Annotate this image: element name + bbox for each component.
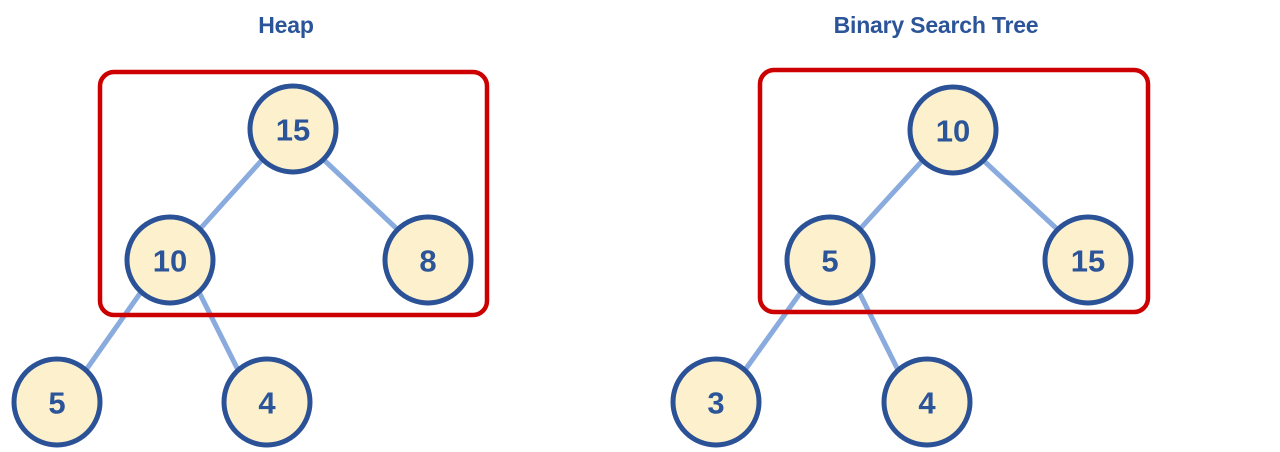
node-label: 8 [419,244,436,279]
node-label: 5 [48,386,65,421]
heap-edges [83,157,400,373]
node-label: 10 [153,244,187,279]
node-circle[interactable] [382,214,474,306]
node-circle[interactable] [124,214,216,306]
tree-edge [321,157,400,232]
node-label: 10 [936,114,970,149]
node-label: 4 [918,386,936,421]
tree-node[interactable]: 10 [124,214,216,306]
tree-edge [981,158,1060,232]
bst-highlight-box [757,67,1151,315]
tree-node[interactable]: 5 [11,356,103,448]
tree-node[interactable]: 5 [784,214,876,306]
tree-node[interactable]: 3 [670,356,762,448]
node-circle[interactable] [11,356,103,448]
heap-tree-group: 15 10 8 5 4 [11,69,490,448]
node-label: 15 [1071,244,1105,279]
node-label: 4 [258,386,276,421]
node-circle[interactable] [221,356,313,448]
bst-diagram-title: Binary Search Tree [833,12,1039,38]
tree-node[interactable]: 15 [247,83,339,175]
tree-node[interactable]: 4 [221,356,313,448]
node-circle[interactable] [247,83,339,175]
node-circle[interactable] [784,214,876,306]
tree-edge [196,289,241,373]
tree-edge [197,157,265,232]
tree-edge [83,289,144,373]
tree-node[interactable]: 8 [382,214,474,306]
tree-edge [742,289,804,373]
node-circle[interactable] [1042,214,1134,306]
bst-edges [742,158,1060,373]
node-circle[interactable] [881,356,973,448]
node-circle[interactable] [907,84,999,176]
node-label: 5 [821,244,838,279]
node-circle[interactable] [670,356,762,448]
node-label: 3 [707,386,724,421]
node-label: 15 [276,113,310,148]
tree-edge [857,158,925,232]
tree-node[interactable]: 10 [907,84,999,176]
heap-diagram-title: Heap [258,12,314,38]
tree-edge [856,289,901,373]
heap-highlight-box [97,69,490,318]
tree-node[interactable]: 15 [1042,214,1134,306]
bst-tree-group: 10 5 15 3 4 [670,67,1151,448]
tree-node[interactable]: 4 [881,356,973,448]
